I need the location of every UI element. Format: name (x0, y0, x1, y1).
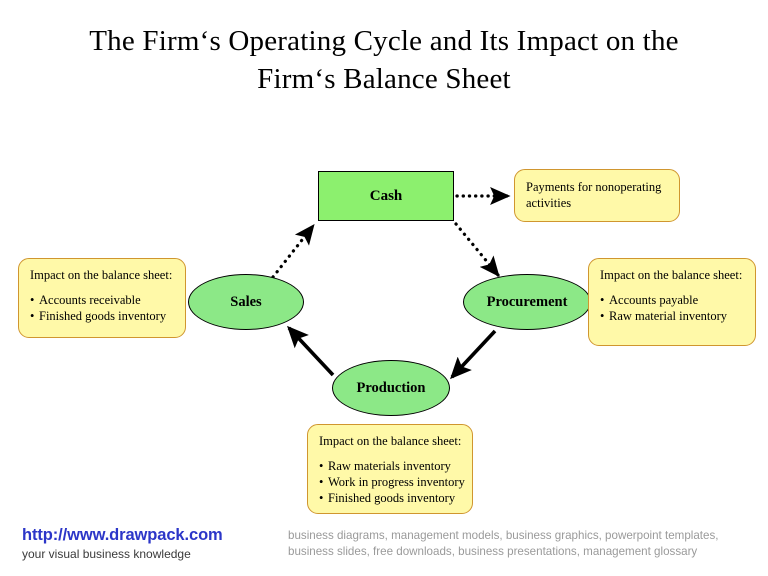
node-cash-label: Cash (369, 187, 403, 204)
footer-keywords: business diagrams, management models, bu… (288, 529, 719, 558)
list-item: Accounts receivable (30, 292, 175, 308)
connector-sales-to-cash (271, 223, 315, 279)
node-production[interactable]: Production (332, 360, 450, 416)
list-item: Raw materials inventory (319, 458, 462, 474)
callout-sales-bullets: Accounts receivable Finished goods inven… (30, 292, 175, 324)
connector-production-to-sales (287, 325, 335, 377)
node-procurement[interactable]: Procurement (463, 274, 591, 330)
node-production-label: Production (356, 379, 426, 396)
node-sales-label: Sales (230, 293, 262, 310)
list-item: Accounts payable (600, 292, 745, 308)
node-sales[interactable]: Sales (188, 274, 304, 330)
page-title: The Firm‘s Operating Cycle and Its Impac… (89, 25, 679, 95)
footer-url-link[interactable]: http://www.drawpack.com (22, 526, 223, 544)
list-item: Finished goods inventory (30, 308, 175, 324)
callout-production-bullets: Raw materials inventory Work in progress… (319, 458, 465, 506)
node-cash[interactable]: Cash (318, 171, 454, 221)
callout-procurement-bullets: Accounts payable Raw material inventory (600, 292, 745, 324)
callout-sales-impact[interactable]: Impact on the balance sheet: Accounts re… (18, 258, 186, 338)
list-item: Finished goods inventory (319, 490, 462, 506)
list-item: Raw material inventory (600, 308, 745, 324)
callout-payments[interactable]: Payments for nonoperating activities (514, 169, 680, 222)
callout-production-impact[interactable]: Impact on the balance sheet: Raw materia… (307, 424, 473, 514)
node-procurement-label: Procurement (486, 293, 568, 310)
connector-procurement-to-production (450, 329, 497, 380)
callout-procurement-impact[interactable]: Impact on the balance sheet: Accounts pa… (588, 258, 756, 346)
connector-cash-to-procurement (454, 222, 500, 277)
callout-procurement-heading: Impact on the balance sheet: (600, 268, 743, 282)
footer: http://www.drawpack.com your visual busi… (0, 520, 768, 576)
callout-payments-text: Payments for nonoperating activities (526, 180, 662, 210)
footer-tagline: your visual business knowledge (22, 547, 191, 561)
callout-sales-heading: Impact on the balance sheet: (30, 268, 173, 282)
callout-production-heading: Impact on the balance sheet: (319, 434, 462, 448)
list-item: Work in progress inventory (319, 474, 465, 490)
operating-cycle-diagram: Cash Sales Procurement Production Paymen… (0, 0, 768, 520)
